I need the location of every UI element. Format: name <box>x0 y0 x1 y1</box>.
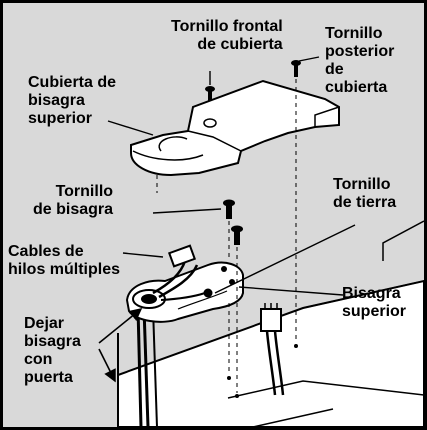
alignment-holes <box>227 344 298 398</box>
label-upper-hinge-cover: Cubierta de bisagra superior <box>28 74 117 127</box>
hinge-cover-part <box>130 79 340 177</box>
upper-hinge-part <box>125 261 244 323</box>
label-ground-screw: Tornillo de tierra <box>333 176 397 211</box>
label-multi-wire-cables: Cables de hilos múltiples <box>8 243 121 278</box>
rear-cover-screw <box>291 60 301 77</box>
label-front-cover-screw: Tornillo frontal de cubierta <box>171 18 283 53</box>
label-hinge-screw: Tornillo de bisagra <box>33 183 114 218</box>
leave-hinge-arrows <box>98 307 143 383</box>
hinge-screw-1 <box>223 199 235 219</box>
label-rear-cover-screw: Tornillo posterior de cubierta <box>325 25 395 96</box>
cabinet-top <box>117 220 424 427</box>
front-cover-screw <box>205 86 215 101</box>
right-harness <box>260 303 285 396</box>
door-post <box>117 307 158 427</box>
leader-lines <box>107 56 356 296</box>
hinge-illustration <box>98 56 424 427</box>
label-leave-hinge-with-door: Dejar bisagra con puerta <box>24 315 81 386</box>
label-upper-hinge: Bisagra superior <box>342 285 407 320</box>
cable-bundle <box>152 244 206 301</box>
hinge-screw-2 <box>231 225 243 245</box>
alignment-lines <box>156 79 297 393</box>
